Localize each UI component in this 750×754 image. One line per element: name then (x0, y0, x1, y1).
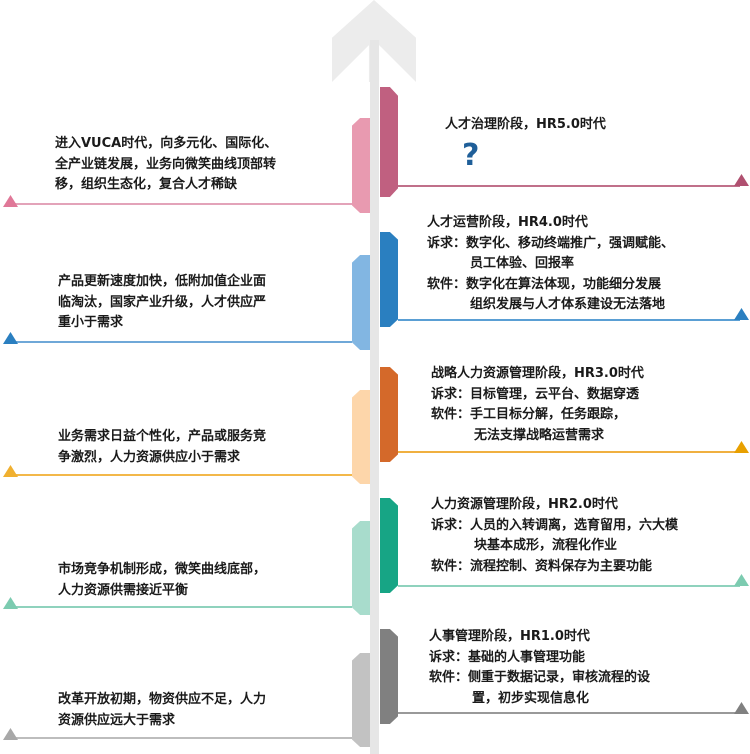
left-line-hr1 (10, 737, 352, 739)
triangle-marker-icon (734, 174, 749, 186)
context-hr3: 业务需求日益个性化，产品或服务竞 争激烈，人力资源供应小于需求 (58, 427, 266, 468)
context-line: 争激烈，人力资源供应小于需求 (58, 449, 241, 465)
left-line-hr5 (10, 203, 352, 205)
right-line-hr1 (398, 712, 740, 714)
triangle-marker-icon (734, 441, 749, 453)
context-line: 市场竞争机制形成，微笑曲线底部， (58, 562, 267, 577)
left-tab-hr3 (352, 390, 370, 484)
right-line-hr3 (398, 451, 740, 453)
triangle-marker-icon (734, 574, 749, 586)
right-line-hr5 (398, 185, 740, 187)
left-line-hr4 (10, 341, 352, 343)
context-line: 业务需求日益个性化，产品或服务竞 (58, 429, 267, 444)
context-hr1: 改革开放初期，物资供应不足，人力 资源供应远大于需求 (58, 690, 266, 731)
right-line-hr4 (398, 319, 740, 321)
demand-line: 诉求：人员的入转调离，选育留用，六大模 (431, 517, 679, 533)
software-line: 组织发展与人才体系建设无法落地 (470, 297, 666, 312)
context-hr2: 市场竞争机制形成，微笑曲线底部， 人力资源供需接近平衡 (58, 560, 266, 601)
demand-line: 诉求：基础的人事管理功能 (429, 649, 586, 665)
context-line: 改革开放初期，物资供应不足，人力 (58, 692, 267, 707)
stage-block-hr4: 人才运营阶段，HR4.0时代 诉求：数字化、移动终端推广，强调赋能、 员工体验、… (427, 213, 674, 316)
left-line-hr2 (10, 606, 352, 608)
context-line: 进入VUCA时代，向多元化、国际化、 (55, 136, 278, 151)
triangle-marker-icon (3, 728, 18, 740)
software-line: 软件：流程控制、资料保存为主要功能 (431, 558, 653, 574)
right-tab-hr4 (380, 232, 398, 327)
question-mark-icon: ? (462, 138, 480, 173)
context-hr5: 进入VUCA时代，向多元化、国际化、 全产业链发展，业务向微笑曲线顶部转 移，组… (55, 134, 277, 196)
context-line: 产品更新速度加快，低附加值企业面 (58, 274, 267, 289)
stage-title: 人事管理阶段，HR1.0时代 (429, 629, 590, 644)
triangle-marker-icon (3, 465, 18, 477)
software-line: 无法支撑战略运营需求 (474, 427, 605, 443)
demand-line: 诉求：数字化、移动终端推广，强调赋能、 (427, 235, 675, 251)
left-tab-hr5 (352, 118, 370, 213)
stage-title-hr5: 人才治理阶段，HR5.0时代 (445, 117, 606, 132)
stage-block-hr1: 人事管理阶段，HR1.0时代 诉求：基础的人事管理功能 软件：侧重于数据记录，审… (429, 627, 650, 709)
context-line: 重小于需求 (58, 315, 124, 330)
stage-block-hr3: 战略人力资源管理阶段，HR3.0时代 诉求：目标管理，云平台、数据穿透 软件：手… (431, 364, 644, 446)
left-tab-hr2 (352, 521, 370, 615)
left-tab-hr4 (352, 255, 370, 350)
stage-title: 人才运营阶段，HR4.0时代 (427, 215, 588, 230)
triangle-marker-icon (734, 308, 749, 320)
right-tab-hr1 (380, 629, 398, 724)
demand-line: 诉求：目标管理，云平台、数据穿透 (431, 386, 640, 402)
timeline-spine (370, 40, 379, 754)
right-tab-hr3 (380, 367, 398, 462)
triangle-marker-icon (3, 195, 18, 207)
software-line: 软件：侧重于数据记录，审核流程的设 (429, 670, 651, 685)
right-tab-hr5 (380, 87, 398, 197)
context-line: 人力资源供需接近平衡 (58, 582, 189, 598)
context-line: 资源供应远大于需求 (58, 712, 176, 728)
software-line: 置，初步实现信息化 (472, 690, 590, 706)
triangle-marker-icon (3, 332, 18, 344)
right-line-hr2 (398, 585, 740, 587)
software-line: 软件：手工目标分解，任务跟踪， (431, 407, 627, 422)
stage-title: 战略人力资源管理阶段，HR3.0时代 (431, 366, 644, 381)
left-line-hr3 (10, 474, 352, 476)
triangle-marker-icon (734, 702, 749, 714)
right-tab-hr2 (380, 498, 398, 593)
context-line: 全产业链发展，业务向微笑曲线顶部转 (55, 156, 277, 172)
stage-block-hr2: 人力资源管理阶段，HR2.0时代 诉求：人员的入转调离，选育留用，六大模 块基本… (431, 495, 678, 577)
left-tab-hr1 (352, 653, 370, 747)
demand-line: 块基本成形，流程化作业 (474, 538, 618, 553)
demand-line: 员工体验、回报率 (470, 256, 575, 271)
stage-title: 人力资源管理阶段，HR2.0时代 (431, 497, 618, 512)
triangle-marker-icon (3, 597, 18, 609)
context-hr4: 产品更新速度加快，低附加值企业面 临淘汰，国家产业升级，人才供应严 重小于需求 (58, 272, 266, 334)
context-line: 移，组织生态化，复合人才稀缺 (55, 177, 238, 192)
context-line: 临淘汰，国家产业升级，人才供应严 (58, 294, 267, 310)
software-line: 软件：数字化在算法体现，功能细分发展 (427, 276, 662, 292)
